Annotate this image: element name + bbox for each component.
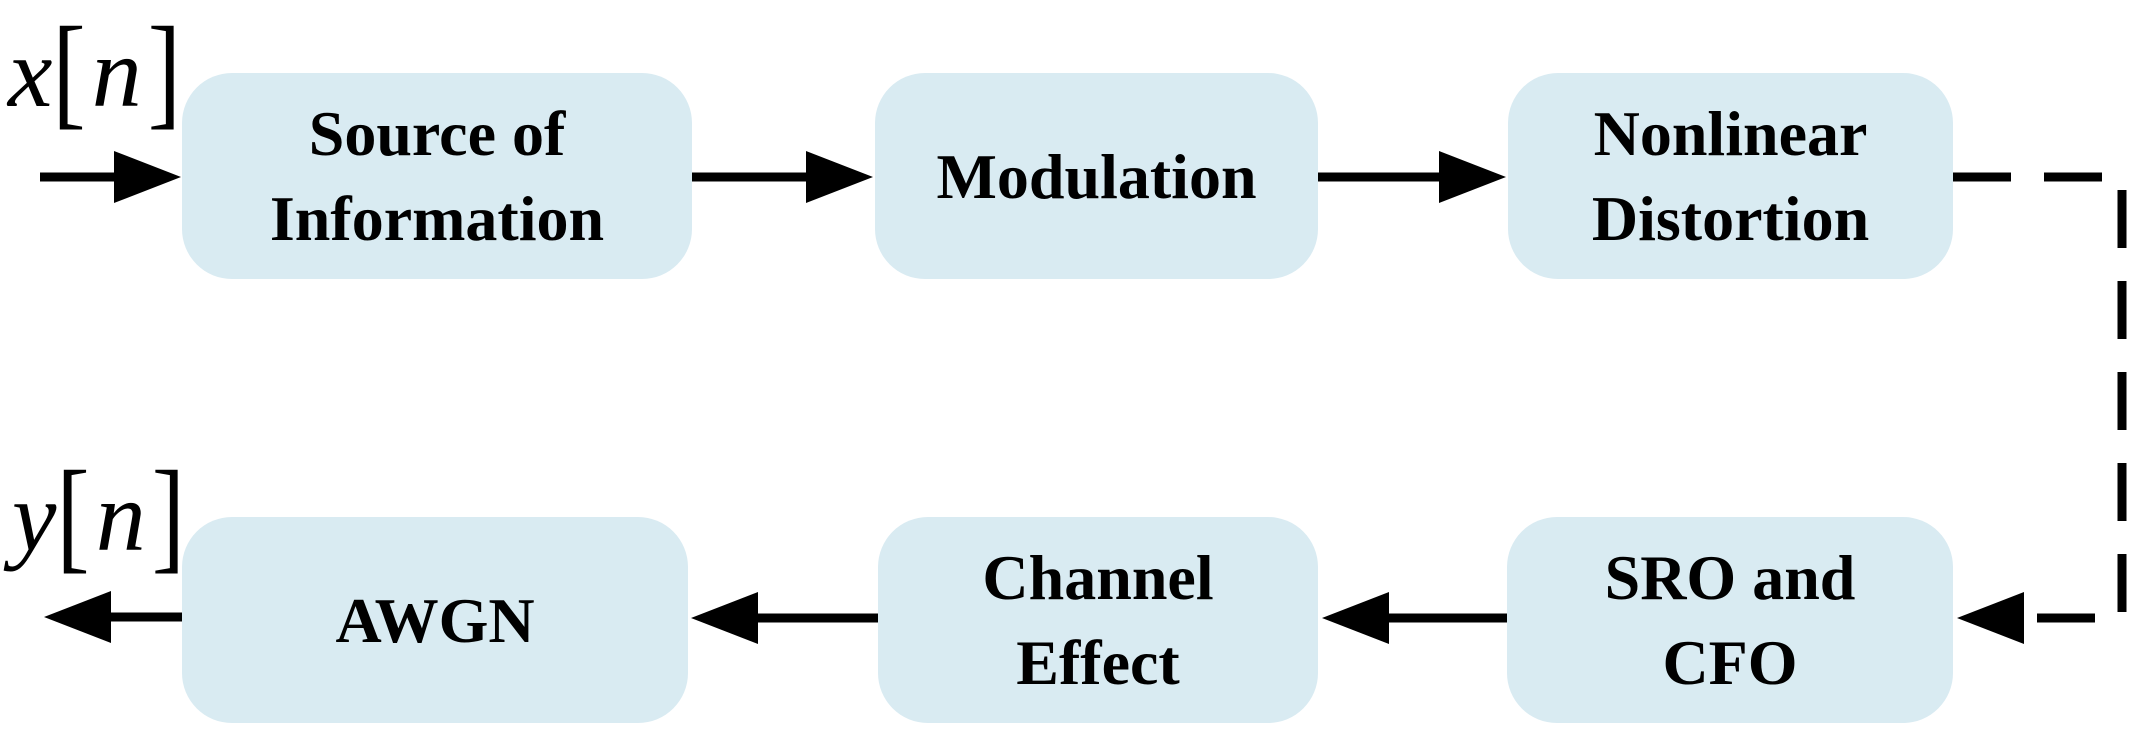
block-awgn: AWGN: [182, 517, 688, 723]
block-label-line: Information: [269, 183, 605, 254]
block-label-line: Channel: [982, 542, 1214, 613]
block-channel-effect: Channel Effect: [878, 517, 1318, 723]
output-signal-index: n: [95, 461, 146, 572]
block-label-line: Distortion: [1591, 183, 1870, 254]
output-signal-variable: y: [12, 461, 57, 572]
block-label-line: Modulation: [936, 140, 1257, 212]
arrow-input-arrowhead: [114, 151, 181, 203]
output-close-bracket: ]: [151, 445, 186, 585]
dashed-connector-arrowhead: [1957, 592, 2024, 644]
input-open-bracket: [: [52, 1, 86, 141]
block-nonlinear-distortion: Nonlinear Distortion: [1508, 73, 1953, 279]
block-label-line: Source of: [308, 98, 566, 169]
input-close-bracket: ]: [147, 1, 182, 141]
arrow-modulation-to-nonlinear-arrowhead: [1439, 151, 1506, 203]
block-sro-and-cfo: SRO and CFO: [1507, 517, 1953, 723]
input-signal-variable: x: [8, 17, 53, 128]
dashed-connector-nonlinear-to-sro: [1953, 172, 2127, 623]
block-label-line: SRO and: [1604, 542, 1856, 613]
block-source-of-information: Source of Information: [182, 73, 692, 279]
block-label-line: CFO: [1662, 627, 1798, 698]
block-label-line: Effect: [1016, 627, 1180, 698]
arrow-sro-to-channel-arrowhead: [1322, 592, 1389, 644]
input-signal-index: n: [91, 17, 142, 128]
arrow-source-to-modulation-arrowhead: [806, 151, 873, 203]
output-signal-label: y[n]: [12, 446, 185, 585]
output-open-bracket: [: [56, 445, 90, 585]
arrow-output-arrowhead: [44, 591, 111, 643]
block-modulation: Modulation: [875, 73, 1318, 279]
arrow-channel-to-awgn-arrowhead: [691, 592, 758, 644]
block-label-line: AWGN: [335, 584, 535, 656]
block-label-line: Nonlinear: [1593, 98, 1868, 169]
input-signal-label: x[n]: [8, 2, 181, 141]
